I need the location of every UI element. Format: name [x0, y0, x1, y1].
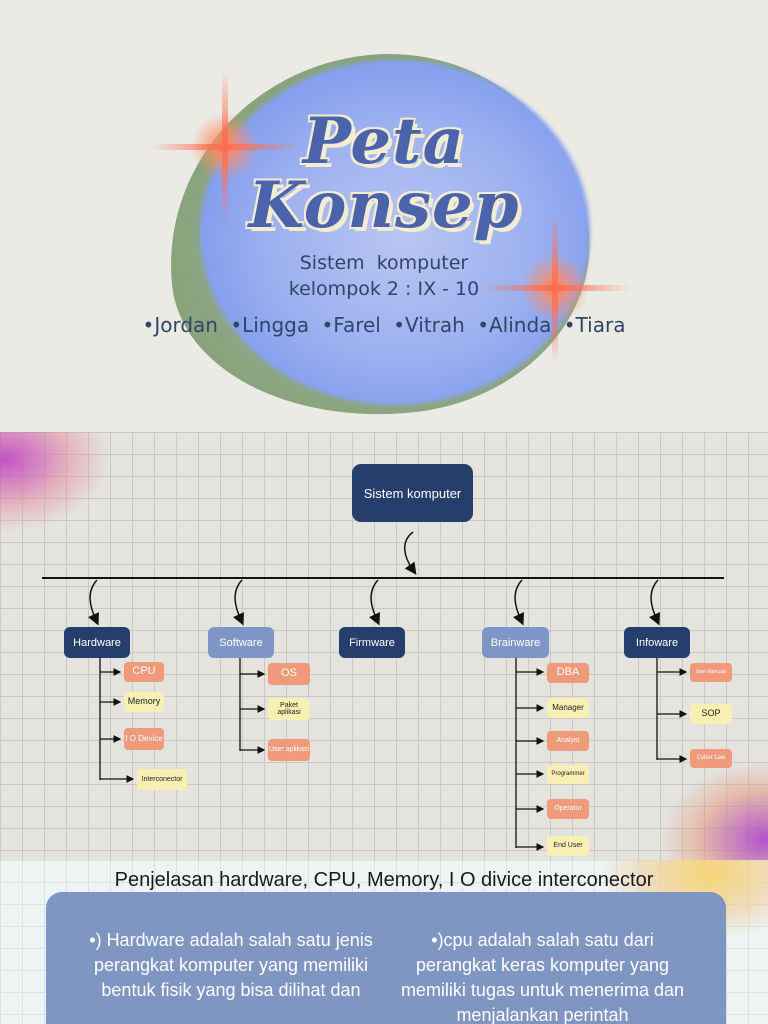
glow-decoration [0, 432, 110, 532]
leaf-programmer: Programmer [547, 765, 589, 784]
concept-map-section: Sistem komputer Hardware Software Firmwa… [0, 432, 768, 860]
leaf-sop: SOP [690, 704, 732, 724]
explanation-card [46, 892, 726, 1024]
member-name: •Farel [321, 313, 381, 337]
cpu-explanation: •)cpu adalah salah satu dari perangkat k… [400, 930, 685, 1024]
branch-node-firmware: Firmware [339, 627, 405, 658]
curved-arrow [404, 531, 417, 575]
leaf-cpu: CPU [124, 662, 164, 682]
cover-section: Peta Konsep Sistem komputer kelompok 2 :… [0, 0, 768, 432]
branch-node-hardware: Hardware [64, 627, 130, 658]
member-name: •Tiara [563, 313, 626, 337]
member-name: •Vitrah [393, 313, 465, 337]
connector-lines [42, 531, 724, 851]
leaf-manager: Manager [547, 698, 589, 718]
member-list: •Jordan •Lingga •Farel •Vitrah •Alinda •… [0, 313, 768, 337]
leaf-paket-aplikasi: Paket aplikasi [268, 698, 310, 720]
leaf-user-manuals: User Manuals [690, 663, 732, 682]
branch-node-software: Software [208, 627, 274, 658]
member-name: •Lingga [230, 313, 310, 337]
branch-node-infoware: Infoware [624, 627, 690, 658]
leaf-io-device: I O Device [124, 728, 164, 750]
leaf-dba: DBA [547, 663, 589, 683]
leaf-operator: Operator [547, 799, 589, 819]
curved-arrow [649, 579, 660, 626]
root-node: Sistem komputer [352, 464, 473, 522]
leaf-user-aplikasi: User aplikasi [268, 739, 310, 761]
sparkle-icon [480, 213, 630, 363]
glow-decoration [660, 762, 768, 860]
member-name: •Alinda [477, 313, 552, 337]
curved-arrow [88, 579, 99, 626]
group-label: kelompok 2 : IX - 10 [288, 278, 480, 300]
subtitle: Sistem komputer [299, 252, 469, 274]
curved-arrow [233, 579, 244, 626]
leaf-analyst: Analyst [547, 731, 589, 751]
leaf-os: OS [268, 663, 310, 685]
title-line-2: Konsep [248, 168, 520, 243]
branch-node-brainware: Brainware [482, 627, 549, 658]
leaf-cyber-law: Cyber Law [690, 749, 732, 768]
explanation-heading: Penjelasan hardware, CPU, Memory, I O di… [114, 869, 654, 891]
curved-arrow [513, 579, 524, 626]
explanation-section: Penjelasan hardware, CPU, Memory, I O di… [0, 860, 768, 1024]
hardware-explanation: •) Hardware adalah salah satu jenis pera… [89, 930, 373, 1000]
curved-arrow [369, 579, 380, 626]
leaf-memory: Memory [124, 692, 164, 712]
leaf-end-user: End User [547, 836, 589, 856]
sparkle-icon [150, 72, 300, 222]
leaf-interconector: Interconector [137, 769, 187, 790]
title-line-1: Peta [302, 104, 466, 179]
member-name: •Jordan [142, 313, 218, 337]
